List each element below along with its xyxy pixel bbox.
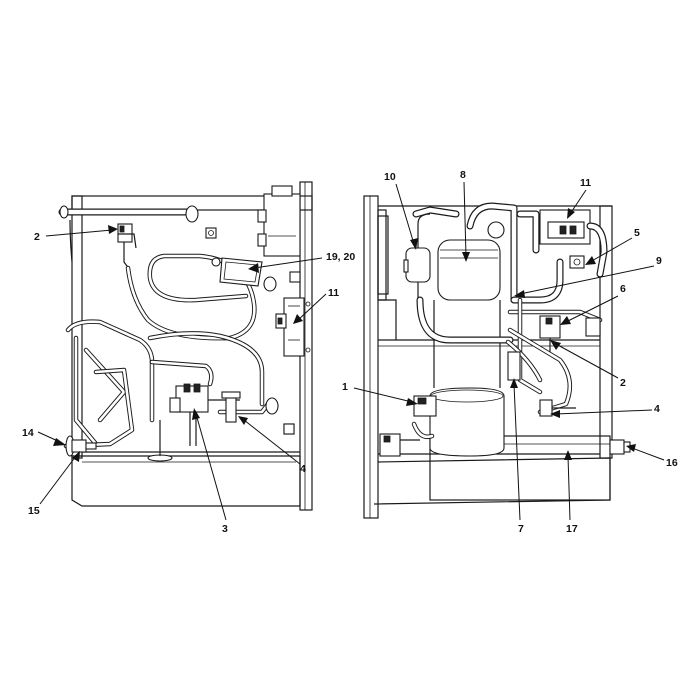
right-drain-fitting	[609, 439, 631, 455]
right-fitting-7	[507, 351, 521, 381]
callout-right-11: 11	[580, 177, 591, 189]
callout-left-14: 14	[22, 427, 34, 439]
callout-right-5: 5	[634, 227, 640, 239]
callout-left-11: 11	[328, 287, 339, 299]
callout-left-15: 15	[28, 505, 40, 517]
callout-right-9: 9	[656, 255, 662, 267]
callout-right-10: 10	[384, 171, 396, 183]
right-compressor	[411, 387, 505, 457]
callout-left-2: 2	[34, 231, 40, 243]
right-left-post	[363, 195, 379, 519]
left-unit	[58, 181, 313, 511]
callout-right-4: 4	[654, 403, 660, 415]
right-service-valve	[539, 399, 576, 417]
right-filter-drier	[403, 213, 431, 300]
left-expansion-valve	[147, 383, 240, 462]
right-base-pan	[373, 457, 611, 505]
callout-right-1: 1	[342, 381, 348, 393]
left-callouts: 2 19, 20 11 14 15 3 4	[22, 225, 355, 535]
right-fitting-5	[569, 255, 585, 269]
right-callouts: 10 8 11 5 9 6 1 2 4 16 7 17	[342, 169, 678, 535]
left-pressure-control	[275, 297, 311, 357]
right-unit	[363, 195, 631, 519]
callout-left-3: 3	[222, 523, 228, 535]
right-solenoid-valve	[539, 315, 601, 356]
callout-left-19-20: 19, 20	[326, 251, 355, 263]
callout-right-6: 6	[620, 283, 626, 295]
callout-right-17: 17	[566, 523, 578, 535]
callout-left-4: 4	[300, 463, 306, 475]
callout-right-16: 16	[666, 457, 678, 469]
left-service-valve	[217, 391, 279, 423]
right-pressure-control	[539, 209, 608, 278]
right-accumulator-tank	[437, 239, 501, 301]
left-solenoid-valve	[117, 223, 137, 271]
left-control-module	[219, 257, 277, 292]
left-drain-fitting	[65, 435, 97, 457]
callout-right-7: 7	[518, 523, 524, 535]
callout-right-2: 2	[620, 377, 626, 389]
callout-right-8: 8	[460, 169, 466, 181]
left-junction-box	[257, 185, 301, 257]
left-base-pan	[71, 455, 301, 507]
